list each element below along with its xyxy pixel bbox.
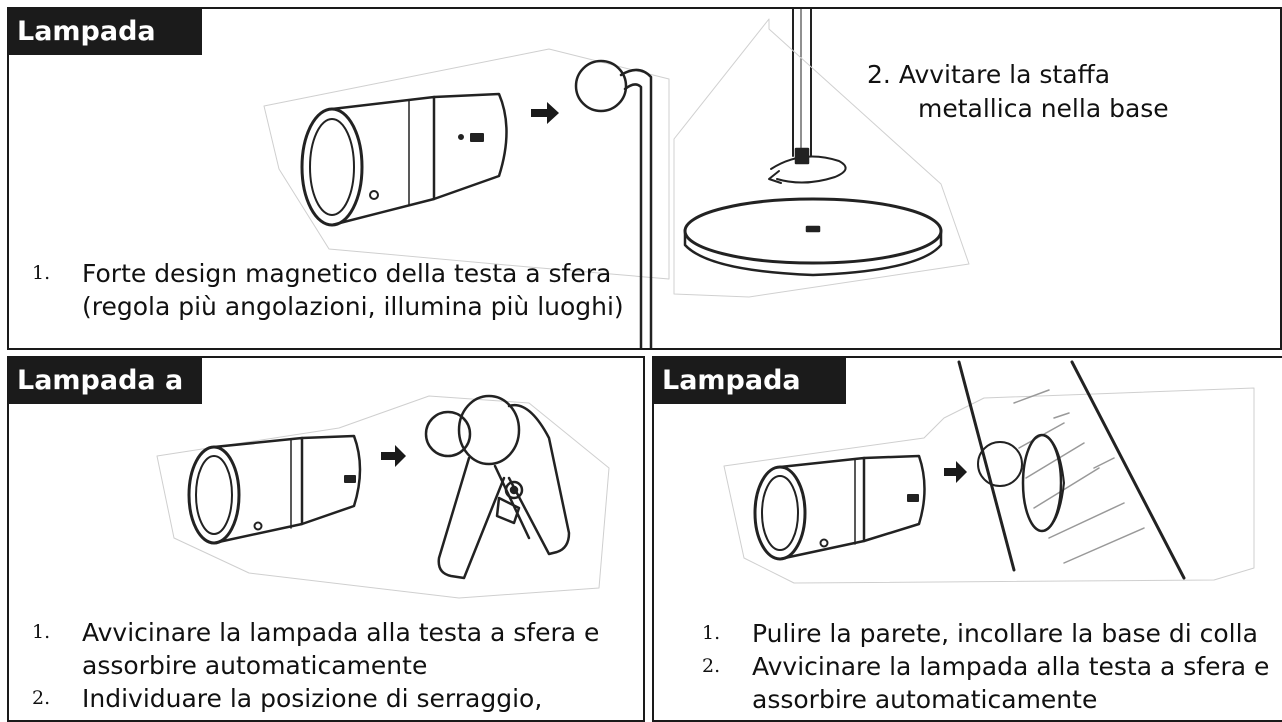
lamp-wall-mount-illustration — [723, 360, 1255, 584]
step-text: Pulire la parete, incollare la base di c… — [752, 619, 1258, 648]
step-text: Avvitare la staffa — [898, 60, 1111, 89]
panel-clip-mount: Lampada a 1. Avvicina — [7, 356, 645, 722]
steps-list: 1. Avvicinare la lampada alla testa a sf… — [32, 616, 599, 715]
panel-title: Lampada — [654, 358, 846, 404]
panel-wall-mount: Lampada 1. Puli — [652, 356, 1282, 722]
lamp-stand-illustration — [263, 9, 970, 348]
panel-title: Lampada a — [9, 358, 202, 404]
steps-list: 1. Forte design magnetico della testa a … — [32, 257, 624, 323]
step-number: 2. — [32, 687, 51, 709]
list-item: 2. Avvicinare la lampada alla testa a sf… — [702, 650, 1269, 716]
step-text: Avvicinare la lampada alla testa a sfera… — [82, 618, 600, 647]
step-number: 2. — [867, 60, 891, 89]
step-text: assorbire automaticamente — [752, 685, 1098, 714]
list-item: 1. Avvicinare la lampada alla testa a sf… — [32, 616, 599, 682]
panel-desk-stand: Lampada — [7, 7, 1282, 350]
step-number: 1. — [32, 621, 51, 643]
list-item: 1. Forte design magnetico della testa a … — [32, 257, 624, 323]
step-text: assorbire automaticamente — [82, 651, 428, 680]
list-item: 1. Pulire la parete, incollare la base d… — [702, 617, 1269, 650]
step-attach-base-cont: metallica nella base — [918, 94, 1169, 123]
steps-list: 1. Pulire la parete, incollare la base d… — [702, 617, 1269, 716]
step-text: Individuare la posizione di serraggio, — [82, 684, 543, 713]
step-number: 1. — [702, 622, 721, 644]
step-text: (regola più angolazioni, illumina più lu… — [82, 292, 624, 321]
step-attach-base: 2. Avvitare la staffa — [867, 59, 1110, 91]
list-item: 2. Individuare la posizione di serraggio… — [32, 682, 599, 715]
step-text: Avvicinare la lampada alla testa a sfera… — [752, 652, 1270, 681]
step-text: Forte design magnetico della testa a sfe… — [82, 259, 612, 288]
step-number: 1. — [32, 262, 51, 284]
lamp-clip-illustration — [156, 394, 610, 599]
step-number: 2. — [702, 655, 721, 677]
panel-title: Lampada — [9, 9, 202, 55]
